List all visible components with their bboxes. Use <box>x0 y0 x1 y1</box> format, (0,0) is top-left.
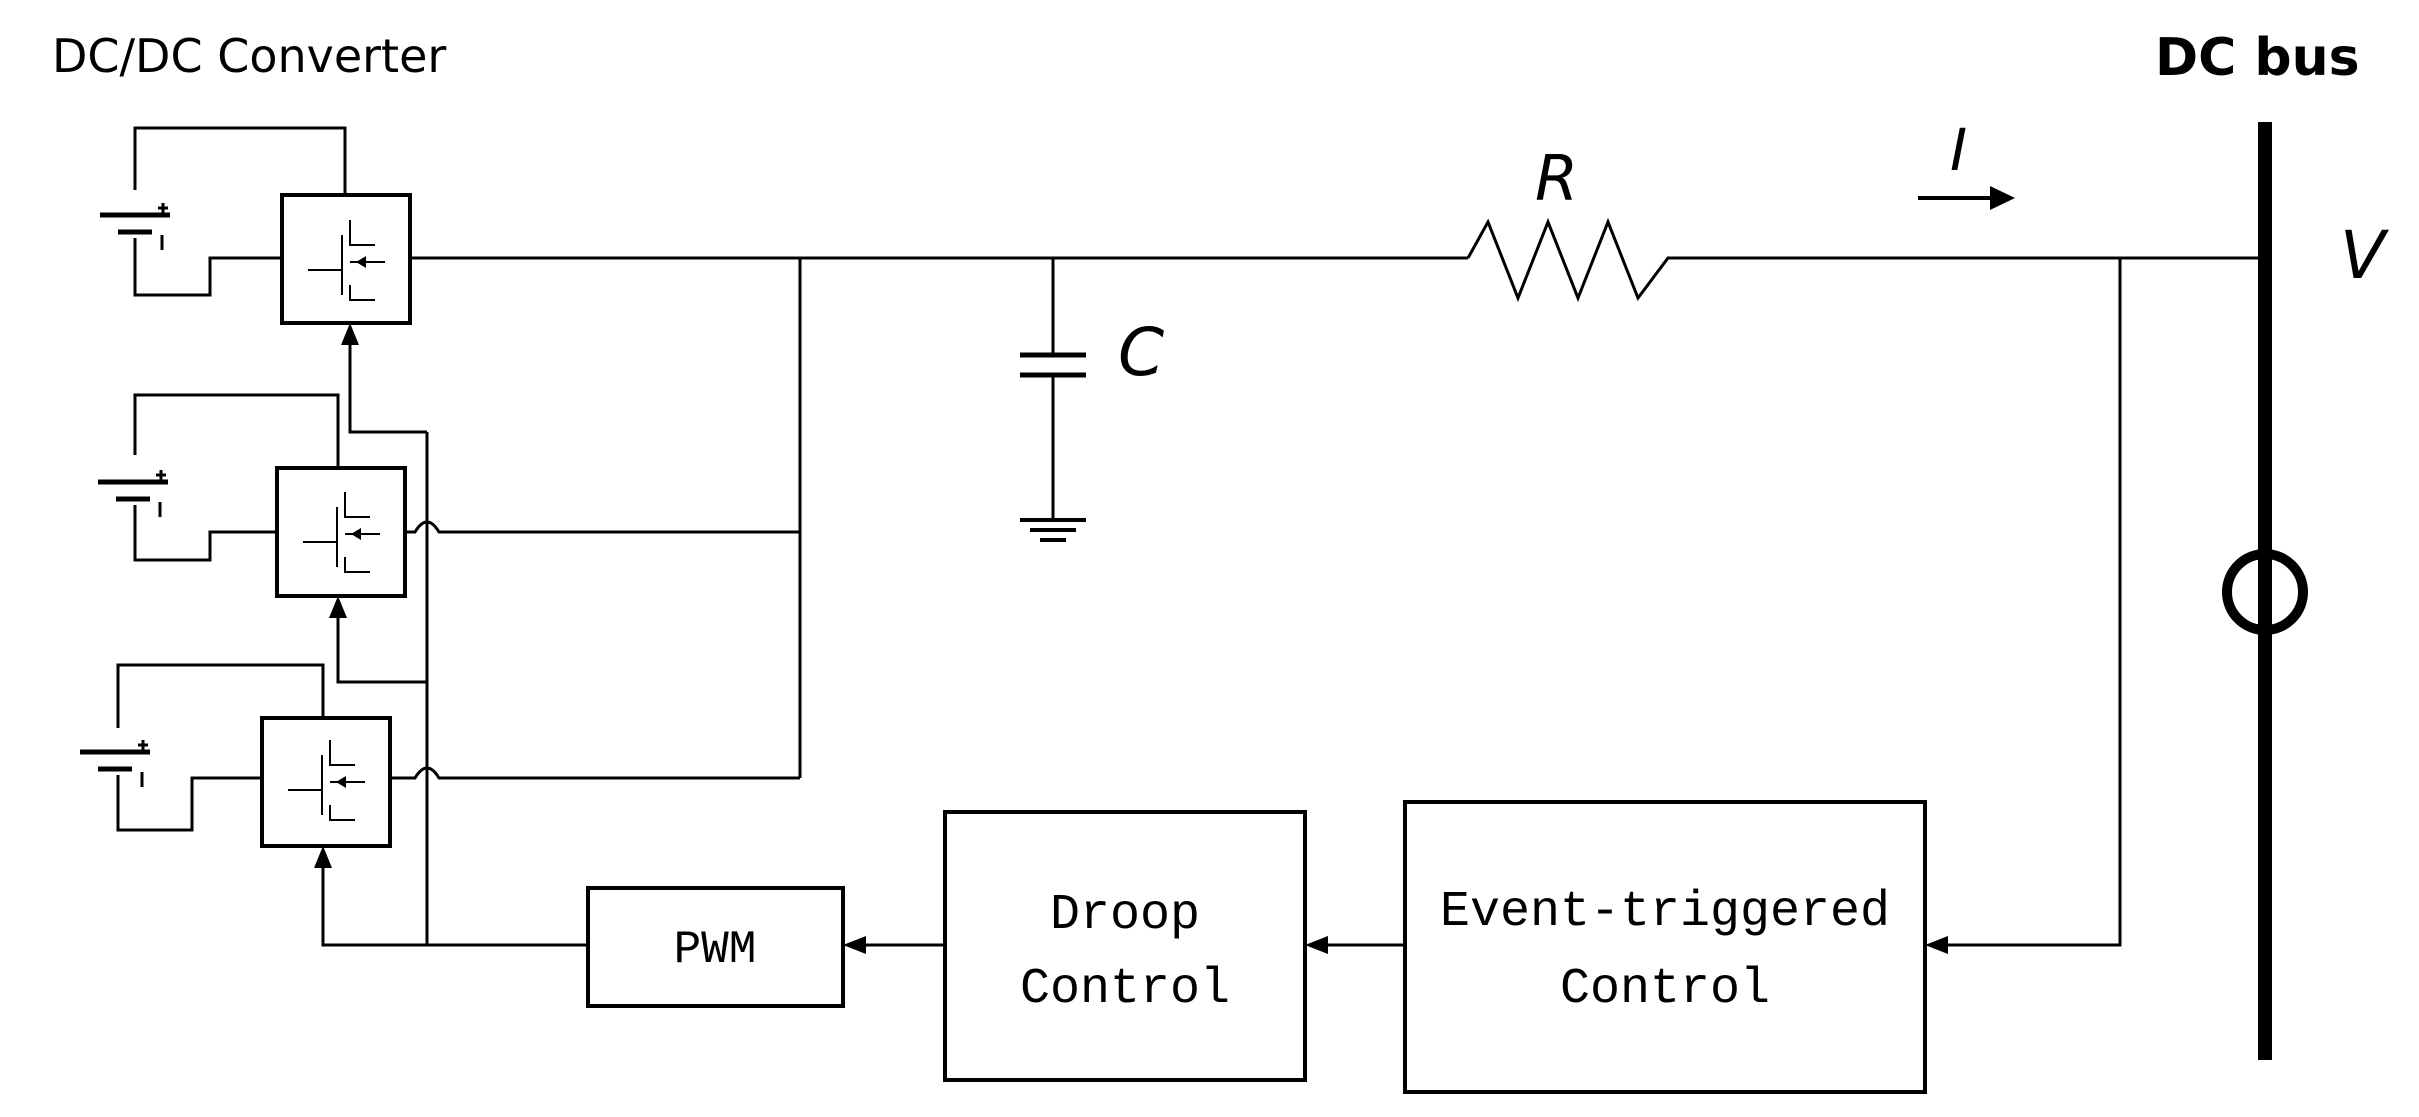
event-label-line2: Control <box>1560 961 1770 1018</box>
dc-bus-label: DC bus <box>2155 28 2360 88</box>
mosfet-switch-icon <box>288 740 365 821</box>
current-label: I <box>1950 116 1967 184</box>
droop-label-line2: Control <box>1020 961 1230 1018</box>
capacitor-icon <box>1020 258 1086 520</box>
event-triggered-control-block <box>1403 800 1927 1094</box>
current-arrow-icon <box>1918 186 2015 210</box>
bus-voltage-label: V <box>2340 217 2389 294</box>
event-label-line1: Event-triggered <box>1440 884 1890 941</box>
battery-icon <box>98 470 168 517</box>
bus-feedback-line <box>1942 258 2122 947</box>
mosfet-switch-icon <box>303 492 380 573</box>
diagram-title: DC/DC Converter <box>52 29 446 83</box>
battery-icon <box>80 740 150 787</box>
pwm-label: PWM <box>674 924 757 976</box>
resistor-icon <box>1466 217 2265 303</box>
pwm-block <box>586 886 845 1008</box>
droop-label-line1: Droop <box>1050 887 1200 944</box>
dc-dc-converter-1 <box>100 126 412 325</box>
dc-dc-converter-2 <box>98 393 800 598</box>
resistor-label: R <box>1535 142 1578 215</box>
ground-icon <box>1020 518 1086 542</box>
dc-dc-converter-3 <box>80 663 800 848</box>
mosfet-switch-icon <box>308 220 385 301</box>
droop-control-block <box>943 810 1307 1082</box>
capacitor-label: C <box>1118 314 1164 391</box>
current-source-icon <box>2222 549 2308 635</box>
battery-icon <box>100 203 170 250</box>
